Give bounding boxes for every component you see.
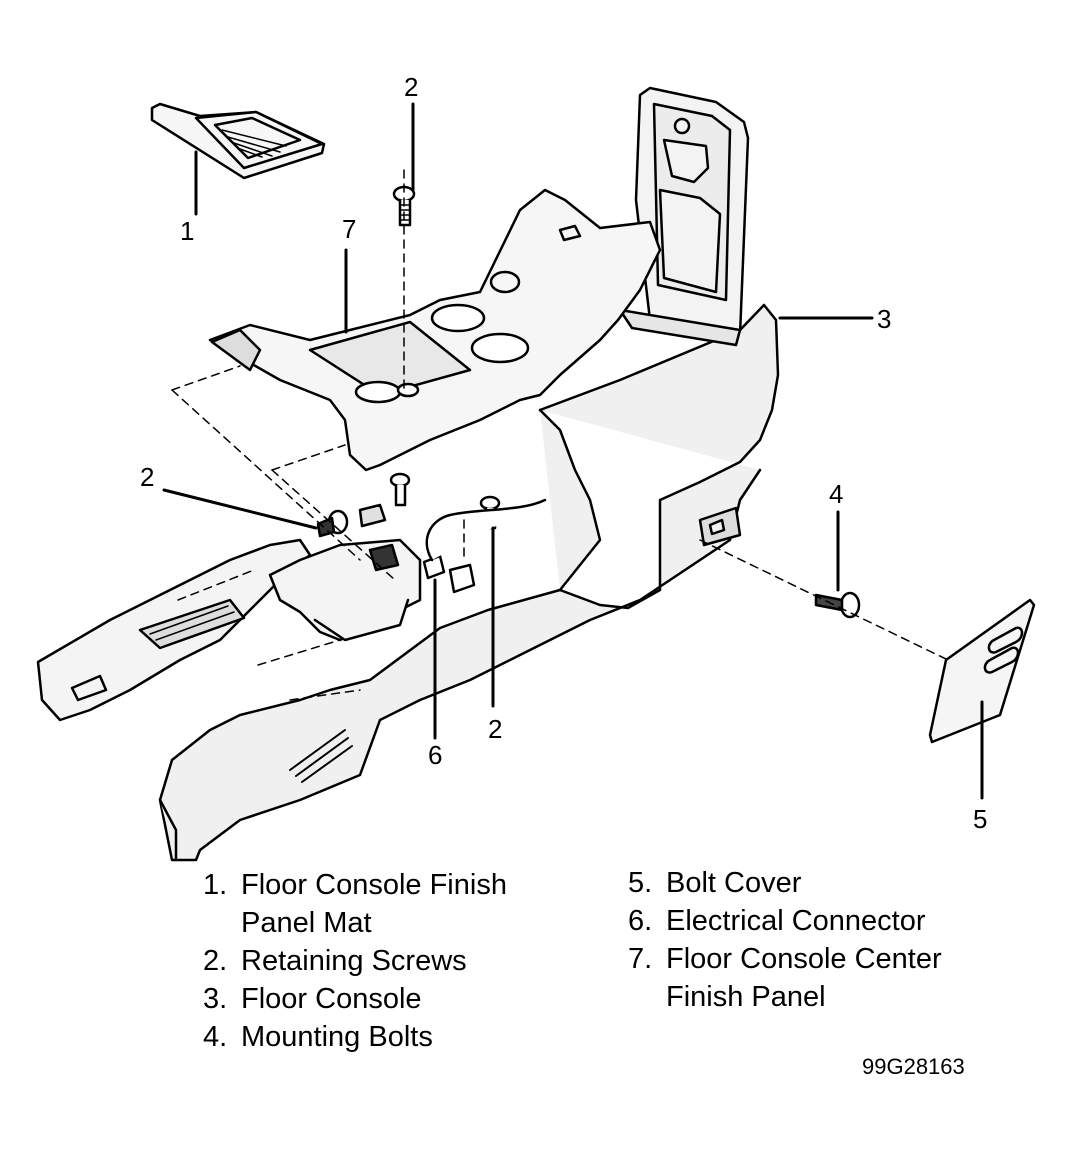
legend-item-4: 4. Mounting Bolts [203, 1018, 603, 1056]
floor-console-part [158, 303, 780, 862]
bolt-cover-part [928, 598, 1036, 744]
electrical-connector-part [422, 498, 547, 594]
retaining-screw-middle [389, 472, 411, 507]
retaining-screw-left [316, 509, 349, 538]
legend-text: Retaining Screws [241, 945, 467, 977]
legend-item-6: 6. Electrical Connector [628, 902, 1028, 940]
legend-item-5: 5. Bolt Cover [628, 864, 1028, 902]
legend-number: 7. [628, 943, 653, 975]
callout-2-left: 2 [140, 462, 154, 492]
alignment-lines [171, 169, 949, 701]
leader-lines [162, 102, 984, 800]
legend-text: Bolt Cover [666, 867, 802, 899]
callout-7: 7 [342, 214, 356, 244]
legend-text: Floor Console Finish [241, 869, 507, 901]
legend-number: 4. [203, 1021, 228, 1053]
legend-text: Mounting Bolts [241, 1021, 433, 1053]
legend-number: 5. [628, 867, 653, 899]
legend-text-continued: Panel Mat [241, 907, 372, 939]
legend-left-column: 1. Floor Console Finish Panel Mat 2. Ret… [203, 866, 603, 1056]
mounting-bracket-part [36, 503, 422, 722]
callout-4: 4 [829, 479, 843, 509]
legend-number: 6. [628, 905, 653, 937]
legend-text: Electrical Connector [666, 905, 926, 937]
callout-3: 3 [877, 304, 891, 334]
center-finish-panel-part [208, 188, 662, 472]
callout-5: 5 [973, 804, 987, 834]
legend-right-column: 5. Bolt Cover 6. Electrical Connector 7.… [628, 864, 1028, 1016]
figure-code: 99G28163 [862, 1054, 965, 1079]
callout-1: 1 [180, 216, 194, 246]
legend-text: Floor Console [241, 983, 422, 1015]
legend-item-2: 2. Retaining Screws [203, 942, 603, 980]
legend-text: Floor Console Center [666, 943, 942, 975]
armrest-lid-part [634, 86, 750, 342]
callout-2-top: 2 [404, 72, 418, 102]
finish-panel-mat-part [150, 102, 326, 180]
console-exploded-diagram: 1 2 7 3 2 4 2 6 5 [36, 72, 1036, 862]
legend-number: 2. [203, 945, 228, 977]
legend-number: 3. [203, 983, 228, 1015]
callout-6: 6 [428, 740, 442, 770]
legend-number: 1. [203, 869, 228, 901]
callout-2-bottom: 2 [488, 714, 502, 744]
legend-text-continued: Finish Panel [666, 981, 826, 1013]
legend-item-1: 1. Floor Console Finish Panel Mat [203, 866, 603, 942]
retaining-screw-top [392, 185, 416, 227]
legend-item-3: 3. Floor Console [203, 980, 603, 1018]
legend-item-7: 7. Floor Console Center Finish Panel [628, 940, 1028, 1016]
